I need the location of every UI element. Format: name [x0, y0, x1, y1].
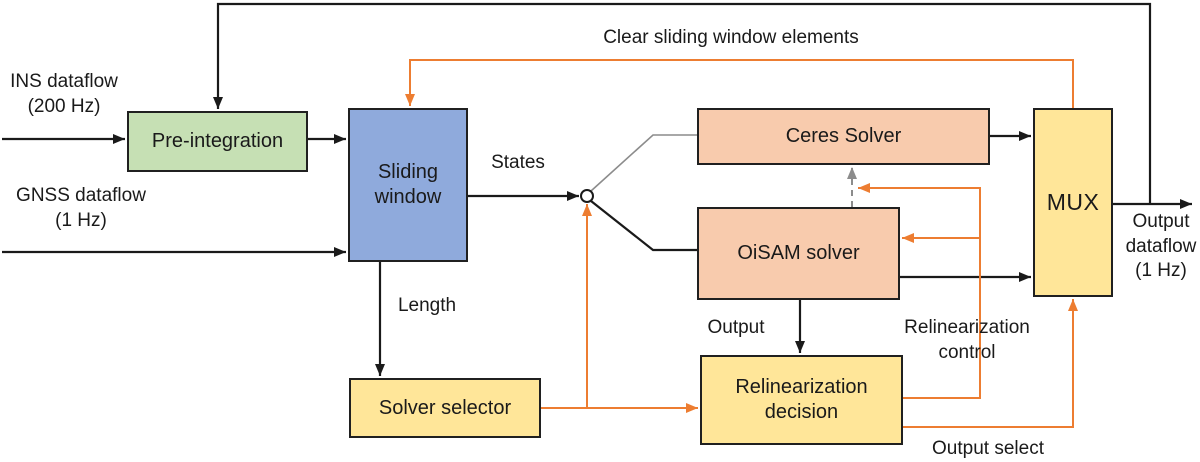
label-clear-sliding-window: Clear sliding window elements: [603, 27, 859, 48]
arrow-clear-sliding-window-loop: [405, 59, 1074, 108]
node-mux: MUX: [1033, 108, 1113, 297]
line-switch-to-ceres: [590, 134, 697, 192]
label-output-select: Output select: [932, 438, 1044, 459]
line-switch-to-oisam: [590, 200, 697, 252]
node-sliding-window: Sliding window: [348, 108, 468, 262]
node-relinearization-decision: Relinearization decision: [700, 355, 903, 445]
label-ins-dataflow: INS dataflow (200 Hz): [10, 71, 118, 117]
node-mux-label: MUX: [1046, 189, 1100, 216]
node-solver-selector-label: Solver selector: [378, 396, 512, 419]
label-output-dataflow: Output dataflow (1 Hz): [1125, 211, 1197, 282]
label-gnss-dataflow: GNSS dataflow (1 Hz): [16, 185, 146, 231]
arrow-relinearization-control-to-ceres: [858, 183, 981, 399]
arrow-feedback-output-to-preintegration: [213, 2, 1152, 204]
node-sliding-window-label: Sliding window: [374, 161, 442, 208]
label-relinearization-control: Relinearization control: [904, 317, 1030, 363]
node-relinearization-decision-label: Relinearization decision: [735, 376, 868, 423]
node-ceres-solver-label: Ceres Solver: [785, 125, 902, 147]
node-pre-integration-label: Pre-integration: [151, 130, 284, 152]
label-states: States: [491, 152, 545, 173]
arrow-output-select-to-mux: [903, 299, 1078, 428]
node-ceres-solver: Ceres Solver: [697, 108, 990, 165]
node-oisam-solver-label: OiSAM solver: [737, 242, 860, 264]
label-output: Output: [707, 317, 765, 338]
label-length: Length: [397, 295, 457, 316]
node-pre-integration: Pre-integration: [127, 111, 308, 172]
node-oisam-solver: OiSAM solver: [697, 207, 900, 300]
switch-node-circle: [580, 189, 594, 203]
node-solver-selector: Solver selector: [349, 378, 541, 438]
